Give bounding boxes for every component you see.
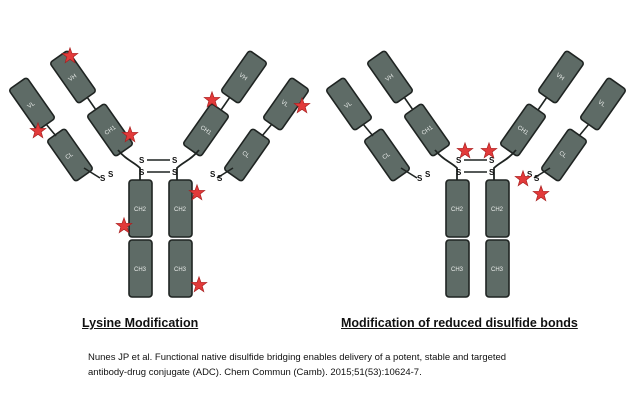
label-vl: VL xyxy=(597,99,607,109)
drug-conjugate-star xyxy=(190,276,208,293)
bond-s: S xyxy=(489,156,495,165)
label-vl: VL xyxy=(27,101,37,111)
label-cl: CL xyxy=(382,151,392,161)
right-arm-ch1-domain xyxy=(500,103,546,157)
bond-s: S xyxy=(425,170,431,179)
panel-label-disulfide: Modification of reduced disulfide bonds xyxy=(341,316,578,330)
label-cl: CL xyxy=(241,150,251,160)
right-arm-ch1-domain xyxy=(183,103,229,157)
label-vh: VH xyxy=(555,72,565,82)
bond-s: S xyxy=(534,174,540,183)
bond-s: S xyxy=(527,170,533,179)
bond-s: S xyxy=(417,174,423,183)
label-ch2: CH2 xyxy=(134,207,147,213)
left-stem-ch2-domain xyxy=(128,179,153,238)
right-stem-ch2-domain xyxy=(485,179,510,238)
panel-label-lysine: Lysine Modification xyxy=(82,316,199,330)
drug-conjugate-star xyxy=(532,185,550,202)
label-vl: VL xyxy=(344,101,354,111)
antibody-disulfide: VL CL VH CH1 VH CH1 VL CL S S S S S S S … xyxy=(326,50,626,298)
right-stem-ch2-domain xyxy=(168,179,193,238)
label-ch3: CH3 xyxy=(451,267,464,273)
bond-s: S xyxy=(100,174,106,183)
left-stem-ch3-domain xyxy=(445,239,470,298)
label-ch3: CH3 xyxy=(491,267,504,273)
right-stem-ch3-domain xyxy=(168,239,193,298)
bond-s: S xyxy=(172,168,178,177)
label-vh: VH xyxy=(385,73,395,83)
bond-s: S xyxy=(108,170,114,179)
label-cl: CL xyxy=(558,150,568,160)
citation-line-2: antibody-drug conjugate (ADC). Chem Comm… xyxy=(88,367,422,378)
right-arm-cl-domain xyxy=(224,128,270,182)
label-vh: VH xyxy=(68,73,78,83)
bond-s: S xyxy=(489,168,495,177)
bond-s: S xyxy=(456,168,462,177)
label-cl: CL xyxy=(65,151,75,161)
bond-s: S xyxy=(139,156,145,165)
bond-s: S xyxy=(217,174,223,183)
right-stem-ch3-domain xyxy=(485,239,510,298)
right-arm-cl-domain xyxy=(541,128,587,182)
left-stem-ch3-domain xyxy=(128,239,153,298)
label-ch2: CH2 xyxy=(491,207,504,213)
label-vl: VL xyxy=(280,99,290,109)
label-ch3: CH3 xyxy=(174,267,187,273)
bond-s: S xyxy=(172,156,178,165)
label-ch3: CH3 xyxy=(134,267,147,273)
bond-s: S xyxy=(139,168,145,177)
bond-s: S xyxy=(210,170,216,179)
left-stem-ch2-domain xyxy=(445,179,470,238)
bond-s: S xyxy=(456,156,462,165)
label-ch2: CH2 xyxy=(174,207,187,213)
citation-line-1: Nunes JP et al. Functional native disulf… xyxy=(88,352,507,363)
label-ch2: CH2 xyxy=(451,207,464,213)
label-vh: VH xyxy=(238,72,248,82)
antibody-lysine: VL CL VH CH1 VH CH1 VL CL S S S S S S S … xyxy=(9,47,311,298)
